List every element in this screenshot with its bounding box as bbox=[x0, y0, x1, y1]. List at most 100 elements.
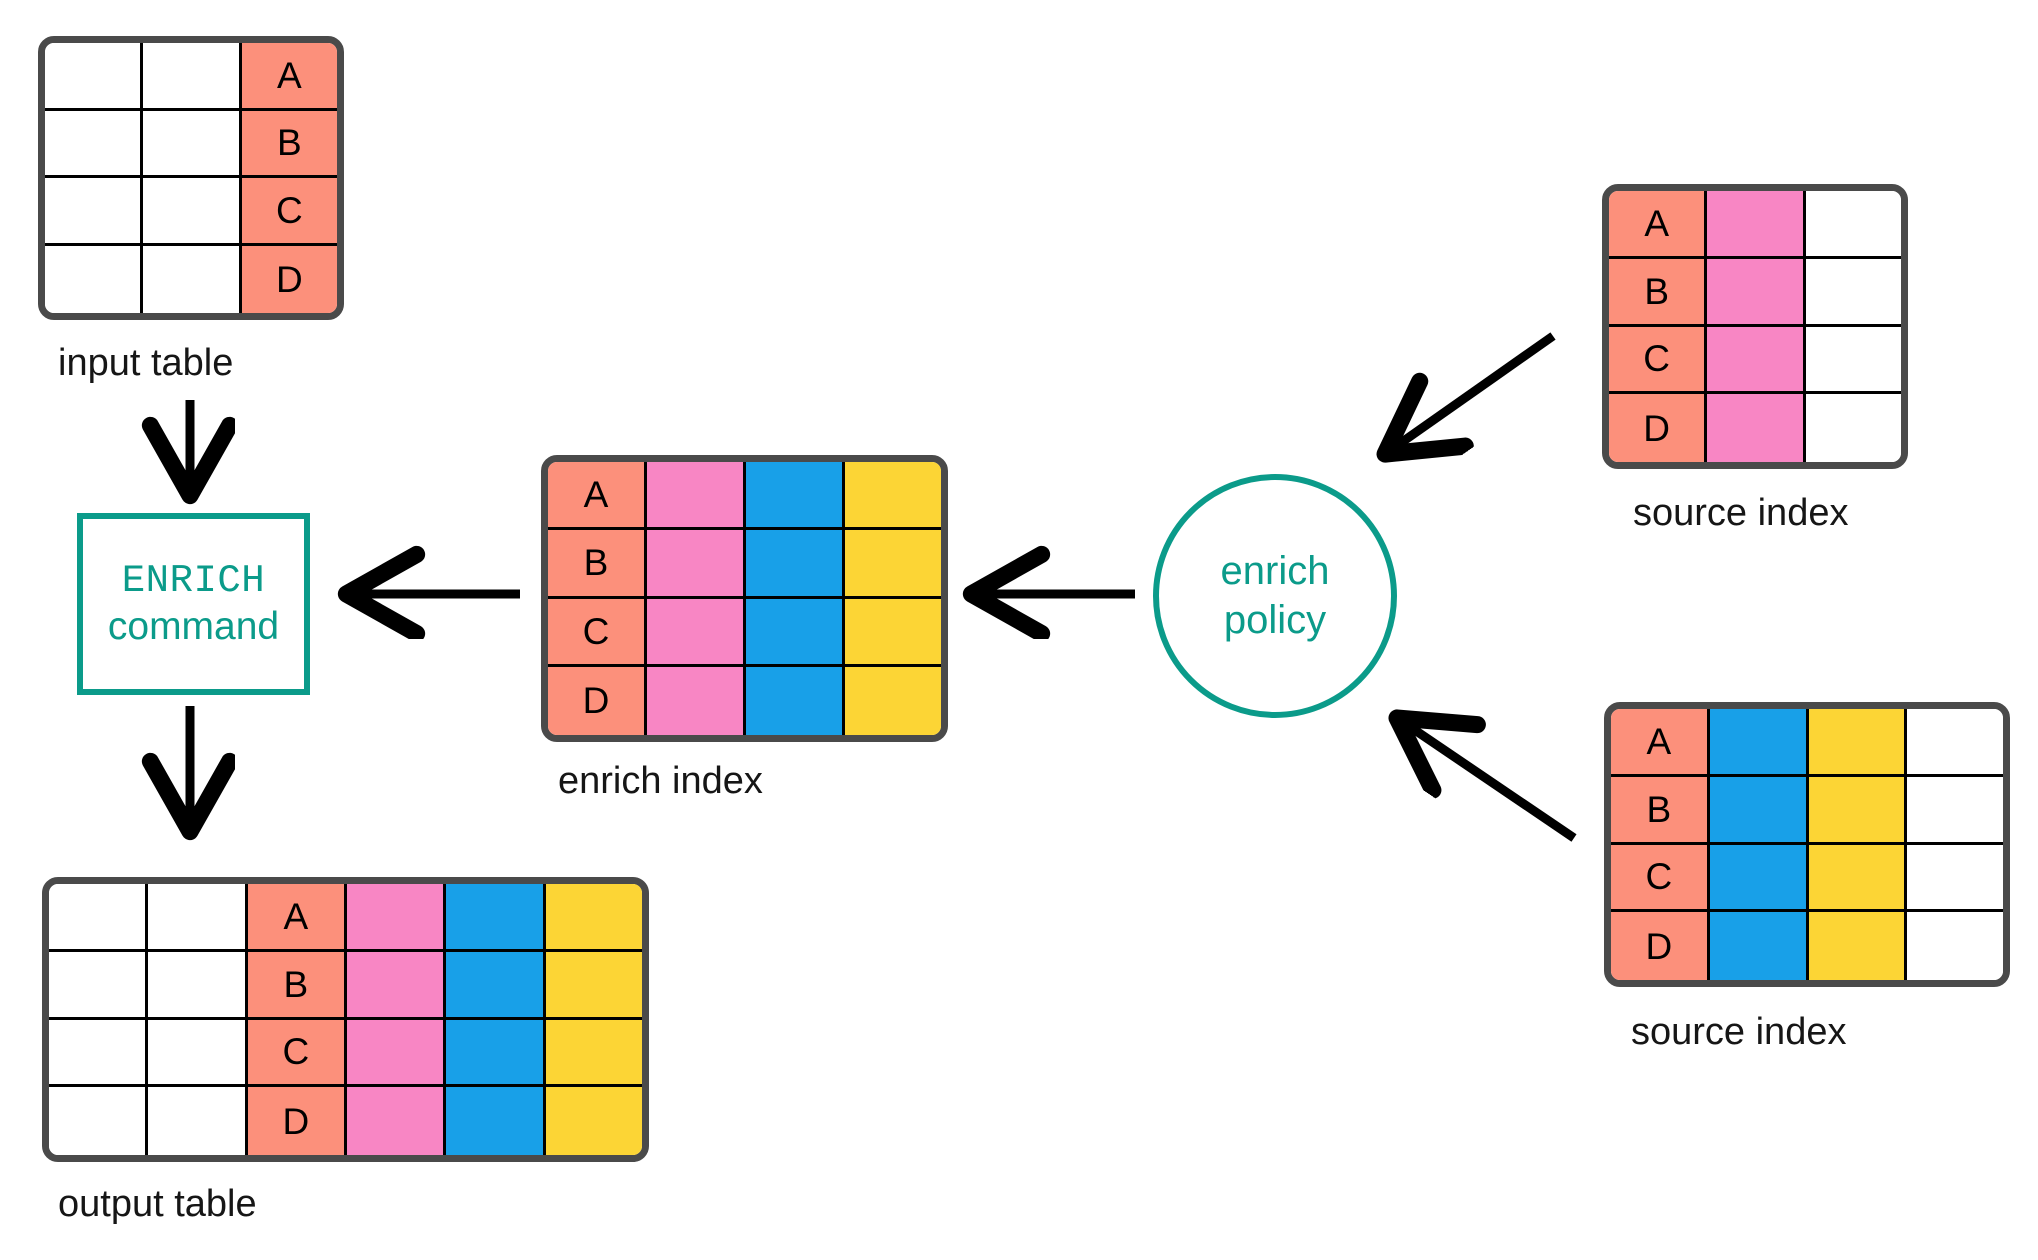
enrich-command-word: command bbox=[107, 605, 280, 648]
source-index-bottom-caption: source index bbox=[1631, 1011, 1847, 1053]
table-cell bbox=[845, 462, 941, 531]
table-cell: A bbox=[1611, 709, 1710, 777]
table-cell bbox=[148, 951, 248, 1020]
table-row: D bbox=[49, 1087, 642, 1155]
table-cell bbox=[346, 951, 447, 1020]
table-cell bbox=[143, 178, 242, 246]
table-cell bbox=[143, 43, 242, 111]
table-row: D bbox=[45, 245, 337, 313]
table-cell bbox=[143, 110, 242, 178]
enrich-index-caption: enrich index bbox=[558, 760, 763, 802]
table-cell bbox=[1907, 912, 2003, 980]
table-cell bbox=[49, 884, 149, 952]
enrich-command-box[interactable]: ENRICH command bbox=[77, 513, 310, 695]
table-cell bbox=[346, 1019, 447, 1088]
table-cell: A bbox=[247, 884, 347, 952]
table-cell bbox=[446, 1087, 546, 1155]
table-cell bbox=[1707, 258, 1806, 327]
table-cell bbox=[545, 951, 642, 1020]
table-cell: D bbox=[247, 1087, 347, 1155]
table-cell bbox=[1709, 844, 1809, 913]
table-cell bbox=[647, 462, 746, 531]
table-cell bbox=[1805, 191, 1901, 259]
table-row: C bbox=[1609, 326, 1901, 395]
table-row: A bbox=[49, 884, 642, 952]
table-cell bbox=[845, 666, 941, 735]
table-row: B bbox=[1609, 258, 1901, 327]
table-row: A bbox=[548, 462, 941, 531]
table-cell: D bbox=[548, 666, 647, 735]
enrich-policy-line2: policy bbox=[1223, 598, 1327, 642]
enrich-command-keyword: ENRICH bbox=[121, 558, 266, 603]
table-row: C bbox=[45, 178, 337, 246]
table-cell bbox=[446, 884, 546, 952]
table-cell bbox=[1808, 912, 1908, 980]
table-row: A bbox=[1611, 709, 2003, 777]
table-cell: C bbox=[241, 178, 337, 246]
table-cell: A bbox=[548, 462, 647, 531]
table-cell bbox=[647, 666, 746, 735]
table-cell: A bbox=[241, 43, 337, 111]
table-cell: B bbox=[1611, 776, 1710, 845]
table-row: A bbox=[45, 43, 337, 111]
table-row: D bbox=[1611, 912, 2003, 980]
table-cell bbox=[1907, 776, 2003, 845]
table-row: B bbox=[548, 530, 941, 599]
table-row: B bbox=[1611, 776, 2003, 845]
table-row: A bbox=[1609, 191, 1901, 259]
table-cell bbox=[143, 245, 242, 313]
table-cell bbox=[545, 1019, 642, 1088]
table-cell bbox=[446, 1019, 546, 1088]
table-cell bbox=[148, 884, 248, 952]
table-cell bbox=[45, 110, 144, 178]
table-cell bbox=[45, 178, 144, 246]
table-cell bbox=[545, 884, 642, 952]
table-cell bbox=[49, 951, 149, 1020]
table-cell bbox=[1808, 844, 1908, 913]
table-cell bbox=[845, 598, 941, 667]
table-cell bbox=[148, 1019, 248, 1088]
table-cell: C bbox=[1611, 844, 1710, 913]
table-cell bbox=[45, 43, 144, 111]
table-cell: A bbox=[1609, 191, 1708, 259]
table-cell: C bbox=[247, 1019, 347, 1088]
table-cell: C bbox=[1609, 326, 1708, 395]
table-cell bbox=[1709, 709, 1809, 777]
table-cell: C bbox=[548, 598, 647, 667]
table-cell: D bbox=[241, 245, 337, 313]
table-cell: B bbox=[548, 530, 647, 599]
table-cell bbox=[1709, 776, 1809, 845]
table-cell bbox=[1808, 709, 1908, 777]
table-row: C bbox=[548, 598, 941, 667]
table-cell bbox=[746, 462, 845, 531]
table-cell bbox=[1709, 912, 1809, 980]
table-row: C bbox=[49, 1019, 642, 1088]
table-cell bbox=[746, 598, 845, 667]
table-cell bbox=[1707, 191, 1806, 259]
table-row: B bbox=[45, 110, 337, 178]
table-cell bbox=[1707, 394, 1806, 462]
table-cell bbox=[746, 530, 845, 599]
table-cell bbox=[1707, 326, 1806, 395]
arrow-source-bottom-to-policy bbox=[1400, 720, 1577, 842]
table-cell bbox=[1805, 394, 1901, 462]
table-cell: B bbox=[247, 951, 347, 1020]
source-index-top-caption: source index bbox=[1633, 492, 1849, 534]
enrich-policy-circle[interactable]: enrich policy bbox=[1153, 474, 1397, 718]
table-cell bbox=[746, 666, 845, 735]
table-cell bbox=[1808, 776, 1908, 845]
table-cell bbox=[1805, 326, 1901, 395]
table-cell bbox=[148, 1087, 248, 1155]
table-cell: D bbox=[1611, 912, 1710, 980]
table-cell bbox=[49, 1087, 149, 1155]
table-cell bbox=[49, 1019, 149, 1088]
table-cell bbox=[1907, 844, 2003, 913]
arrow-source-top-to-policy bbox=[1388, 332, 1556, 452]
table-cell bbox=[1805, 258, 1901, 327]
output-table-caption: output table bbox=[58, 1183, 257, 1225]
